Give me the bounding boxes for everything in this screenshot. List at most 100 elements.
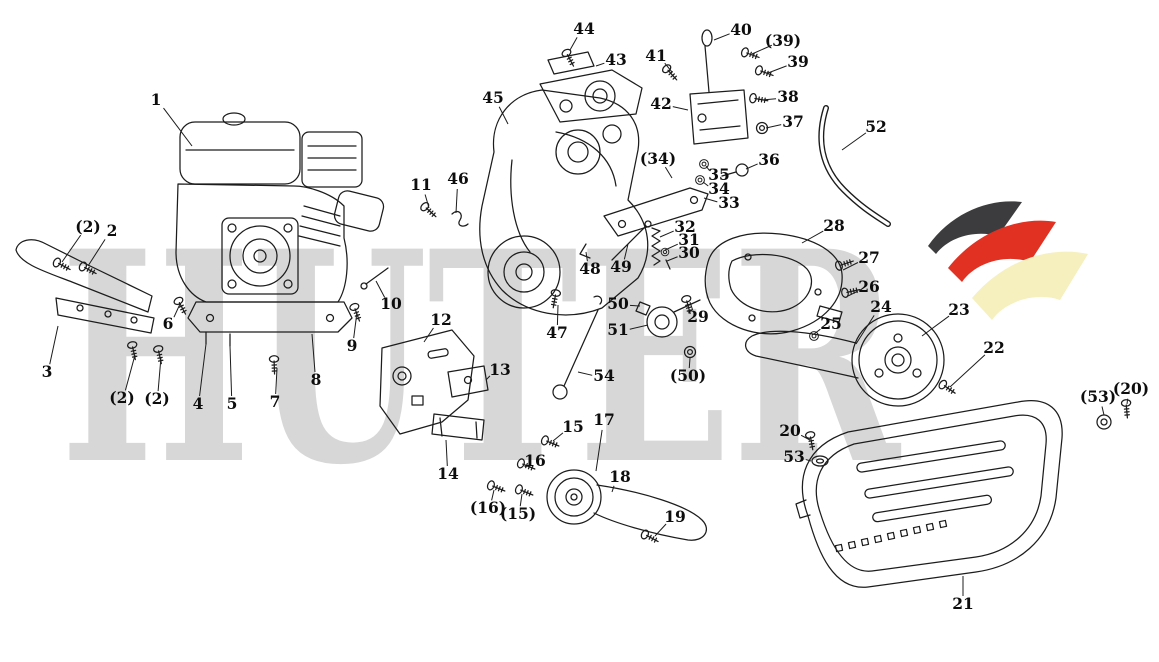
mounting-plate [379,288,603,441]
leader-line [761,98,777,101]
part-label-34: 34 [708,179,730,198]
leader-line [949,354,986,388]
part-label-5: 5 [227,394,238,413]
leader-line [921,315,950,337]
leader-line [424,194,430,209]
leader-line [595,62,605,67]
part-label-45: 45 [482,88,504,107]
leader-line [664,62,673,73]
part-label-7: 7 [270,392,281,411]
leader-line [311,333,316,373]
part-label-2-alt: (2) [75,217,100,236]
part-label-42: 42 [650,94,672,113]
part-label-35: 35 [708,165,730,184]
engine-assembly [175,112,385,347]
part-label-46: 46 [447,169,469,188]
part-label-3: 3 [42,362,53,381]
part-label-2-alt: (2) [144,389,169,408]
part-label-23: 23 [948,300,970,319]
part-label-52: 52 [865,117,887,136]
chain-case [418,47,649,316]
part-label-24: 24 [870,297,892,316]
part-label-34-alt: (34) [640,149,676,168]
leader-line [664,166,673,179]
leader-line [611,485,615,493]
leader-line [703,197,718,203]
part-label-17: 17 [593,410,615,429]
part-label-48: 48 [579,259,601,278]
part-label-41: 41 [645,46,667,65]
leader-line [556,304,559,326]
part-label-26: 26 [858,277,880,296]
part-label-44: 44 [573,19,595,38]
tensioner-pulley [635,299,701,359]
part-label-32: 32 [674,217,696,236]
drive-pulley [745,313,959,407]
part-label-12: 12 [430,310,452,329]
part-label-27: 27 [858,248,880,267]
part-label-10: 10 [380,294,402,313]
leader-line [689,301,694,311]
leader-line [423,327,434,343]
chain-cover [704,232,862,341]
part-label-16: 16 [524,451,546,470]
leader-line [751,44,773,55]
logo-swoosh-dark [928,201,1022,254]
leader-line [275,367,278,395]
part-label-30: 30 [678,243,700,262]
leader-line [813,328,821,335]
part-label-50-alt: (50) [670,366,706,385]
leader-line [157,356,162,392]
huter-watermark: HUTER [60,189,903,529]
leader-line [666,256,678,262]
leader-line [629,304,641,307]
part-label-14: 14 [437,464,459,483]
part-label-49: 49 [610,257,632,276]
leader-line [705,165,710,171]
leader-line [445,439,448,467]
part-label-13: 13 [489,360,511,379]
part-label-19: 19 [664,507,686,526]
part-label-50: 50 [607,294,629,313]
leader-line [855,315,875,345]
leader-line [485,375,491,381]
leader-line [61,234,82,263]
leader-line [375,280,386,298]
part-label-22: 22 [983,338,1005,357]
part-label-20-alt: (20) [1113,379,1149,398]
leader-line [595,429,603,472]
logo-swoosh-cream [972,251,1088,320]
leader-line [552,432,564,442]
tension-arm [579,187,709,316]
part-label-29: 29 [687,307,709,326]
depth-rod [818,105,891,227]
part-label-28: 28 [823,216,845,235]
part-label-20: 20 [779,421,801,440]
leader-line [585,251,588,262]
leader-line [87,239,106,267]
part-label-33: 33 [718,193,740,212]
leader-line [623,243,629,260]
part-label-43: 43 [605,50,627,69]
part-label-39: 39 [787,52,809,71]
part-label-11: 11 [410,175,432,194]
part-label-40: 40 [730,20,752,39]
leader-line [767,65,787,74]
leader-line [229,345,233,397]
leader-line [765,124,782,129]
leader-line [577,371,593,376]
part-label-2: 2 [107,221,118,240]
part-label-47: 47 [546,323,568,342]
part-label-18: 18 [609,467,631,486]
part-label-16-alt: (16) [470,498,506,517]
part-label-39-alt: (39) [765,31,801,50]
leader-line [163,107,193,147]
leader-line [124,354,136,391]
part-label-51: 51 [607,320,629,339]
huter-logo [928,201,1088,320]
part-label-53: 53 [783,447,805,466]
part-label-4: 4 [193,394,204,413]
